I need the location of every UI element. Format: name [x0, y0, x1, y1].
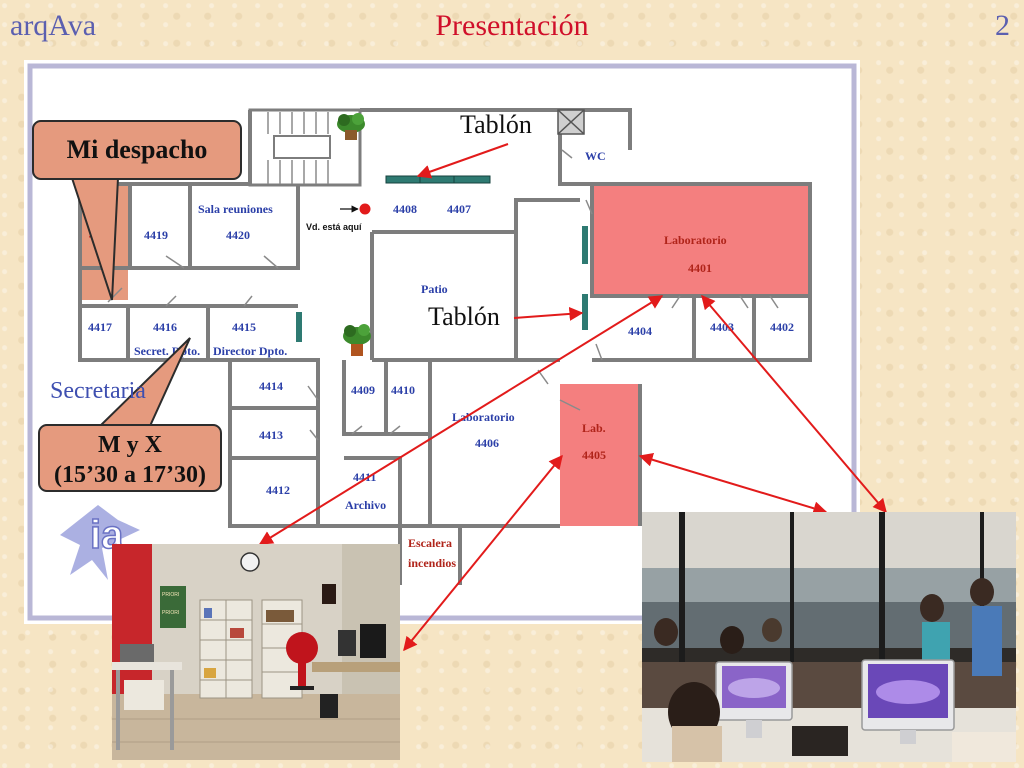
plant-icon: [337, 113, 365, 140]
room-number: 4419: [144, 228, 168, 242]
room-label: Laboratorio: [452, 410, 515, 424]
pointer-arrows: [258, 143, 887, 652]
office-hours-time: (15’30 a 17’30): [54, 462, 206, 488]
room-label: WC: [585, 149, 606, 163]
computer-lab-photo: [642, 512, 1016, 762]
callout-office-hours: M y X (15’30 a 17’30): [38, 424, 222, 492]
notice-board-label: Tablón: [428, 302, 500, 331]
room-number: 4407: [447, 202, 471, 216]
room-label: incendios: [408, 556, 456, 570]
course-name: arqAva: [10, 9, 97, 42]
slide-title: Presentación: [435, 9, 589, 42]
room-number: 4408: [393, 202, 417, 216]
plant-icon: [343, 324, 371, 356]
room-number: 4404: [628, 324, 652, 338]
secretaria-label: Secretaria: [50, 378, 146, 404]
room-number: 4409: [351, 383, 375, 397]
room-number: 4410: [391, 383, 415, 397]
room-label: Sala reuniones: [198, 202, 273, 216]
office-photo: PRIORI PRIORI: [112, 544, 400, 760]
room-label: Archivo: [345, 498, 386, 512]
you-are-here-label: Vd. está aquí: [306, 222, 362, 232]
room-label: Lab.: [582, 421, 606, 435]
room-number: 4415: [232, 320, 256, 334]
room-number: 4412: [266, 483, 290, 497]
you-are-here-marker: [359, 203, 371, 215]
room-number: 4411: [353, 470, 376, 484]
room-number: 4414: [259, 379, 283, 393]
poster-text: PRIORI: [162, 610, 179, 616]
arrow-tablon-mid: [513, 306, 584, 321]
arrow-lab-4401-photo: [701, 294, 887, 514]
wc-fixture: [557, 109, 585, 135]
room-number: 4413: [259, 428, 283, 442]
room-number: 4406: [475, 436, 499, 450]
callout-my-office: Mi despacho: [32, 120, 242, 180]
office-hours-days: M y X: [98, 432, 162, 458]
room-number: 4403: [710, 320, 734, 334]
room-label: Laboratorio: [664, 233, 727, 247]
arrow-lab-4405-office: [403, 454, 563, 652]
room-number: 4402: [770, 320, 794, 334]
room-number: 4416: [153, 320, 177, 334]
arrow-tablon-top: [416, 143, 509, 179]
room-label: Patio: [421, 282, 448, 296]
room-number: 4420: [226, 228, 250, 242]
room-number: 4417: [88, 320, 112, 334]
room-number: 4405: [582, 448, 606, 462]
slide-number: 2: [995, 9, 1010, 42]
room-number: 4401: [688, 261, 712, 275]
arrow-lab-4405-photo: [638, 452, 828, 516]
arrow-lab-4401-office: [258, 295, 664, 545]
room-label: Secret. Dpto.: [134, 344, 200, 358]
poster-text: PRIORI: [162, 592, 179, 598]
room-label: Director Dpto.: [213, 344, 287, 358]
room-4401: [592, 184, 808, 296]
room-label: Escalera: [408, 536, 452, 550]
notice-board-label: Tablón: [460, 110, 532, 139]
